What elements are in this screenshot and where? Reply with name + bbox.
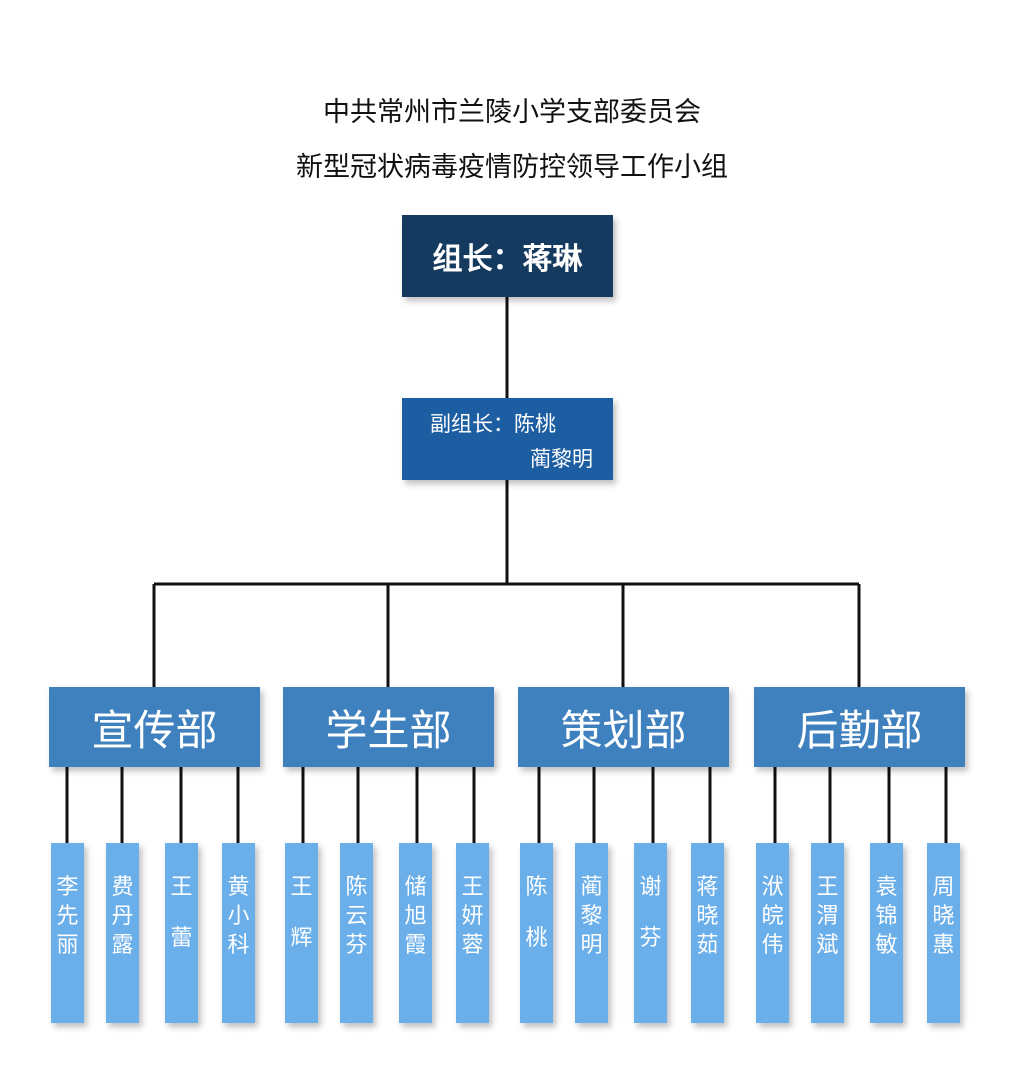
member-name-char: 陈: [345, 875, 368, 900]
member-name-char: 王: [170, 875, 193, 900]
member-box: 王渭斌: [811, 843, 844, 1023]
member-name-char: 储: [404, 875, 427, 900]
department-box: 后勤部: [754, 687, 965, 767]
member-box: 李先丽: [51, 843, 84, 1023]
member-name-char: 云: [345, 904, 368, 929]
member-box: 储旭霞: [399, 843, 432, 1023]
chart-title-line-1: 中共常州市兰陵小学支部委员会: [323, 97, 701, 128]
member-name-char: 科: [227, 933, 250, 958]
member-name-char: 惠: [932, 933, 955, 958]
member-name-char: 旭: [404, 904, 427, 929]
member-name-char: 明: [580, 933, 603, 958]
member-box: 陈桃: [520, 843, 553, 1023]
member-name-char: 斌: [816, 933, 839, 958]
member-name-char: 洑: [761, 875, 784, 900]
member-name-char: 先: [56, 904, 79, 929]
member-name-char: 晓: [696, 904, 719, 929]
member-name-char: 周: [932, 875, 955, 900]
member-name-char: 陈: [525, 875, 548, 900]
member-name-char: 费: [111, 875, 134, 900]
member-box: 王蕾: [165, 843, 198, 1023]
member-name-char: 霞: [404, 933, 427, 958]
deputy-line-2: 蔺黎明: [530, 447, 593, 471]
leader-box: 组长：蒋琳: [402, 215, 613, 297]
member-name-char: 黄: [227, 875, 250, 900]
member-name-char: 伟: [761, 933, 784, 958]
member-name-char: 谢: [639, 875, 662, 900]
member-box: 洑皖伟: [756, 843, 789, 1023]
member-name-char: 芬: [639, 926, 662, 951]
member-box: 王妍蓉: [456, 843, 489, 1023]
member-name-char: 皖: [761, 904, 784, 929]
deputy-box: 副组长：陈桃 蔺黎明: [402, 398, 613, 480]
member-name-char: 李: [56, 875, 79, 900]
department-box: 策划部: [518, 687, 729, 767]
member-name-char: 桃: [525, 926, 548, 951]
member-name-char: 晓: [932, 904, 955, 929]
member-box: 费丹露: [106, 843, 139, 1023]
member-box: 黄小科: [222, 843, 255, 1023]
member-name-char: 蕾: [170, 926, 193, 951]
member-name-char: 王: [816, 875, 839, 900]
member-name-char: 芬: [345, 933, 368, 958]
member-name-char: 袁: [875, 875, 898, 900]
member-name-char: 王: [461, 875, 484, 900]
member-name-char: 妍: [461, 904, 484, 929]
chart-title-line-2: 新型冠状病毒疫情防控领导工作小组: [296, 152, 728, 183]
member-name-char: 蔺: [580, 875, 603, 900]
member-name-char: 敏: [875, 933, 898, 958]
deputy-line-1: 副组长：陈桃: [430, 412, 556, 436]
member-name-char: 辉: [290, 926, 313, 951]
member-name-char: 丽: [56, 933, 79, 958]
member-name-char: 蓉: [461, 933, 484, 958]
member-box: 谢芬: [634, 843, 667, 1023]
department-box: 学生部: [283, 687, 494, 767]
member-name-char: 小: [227, 904, 250, 929]
member-name-char: 黎: [580, 904, 603, 929]
member-box: 陈云芬: [340, 843, 373, 1023]
member-box: 袁锦敏: [870, 843, 903, 1023]
member-box: 蒋晓茹: [691, 843, 724, 1023]
member-box: 周晓惠: [927, 843, 960, 1023]
member-name-char: 王: [290, 875, 313, 900]
member-box: 蔺黎明: [575, 843, 608, 1023]
member-name-char: 渭: [816, 904, 839, 929]
member-name-char: 茹: [696, 933, 719, 958]
department-box: 宣传部: [49, 687, 260, 767]
member-name-char: 蒋: [696, 875, 719, 900]
member-name-char: 锦: [875, 904, 898, 929]
member-name-char: 露: [111, 933, 134, 958]
member-box: 王辉: [285, 843, 318, 1023]
member-name-char: 丹: [111, 904, 134, 929]
